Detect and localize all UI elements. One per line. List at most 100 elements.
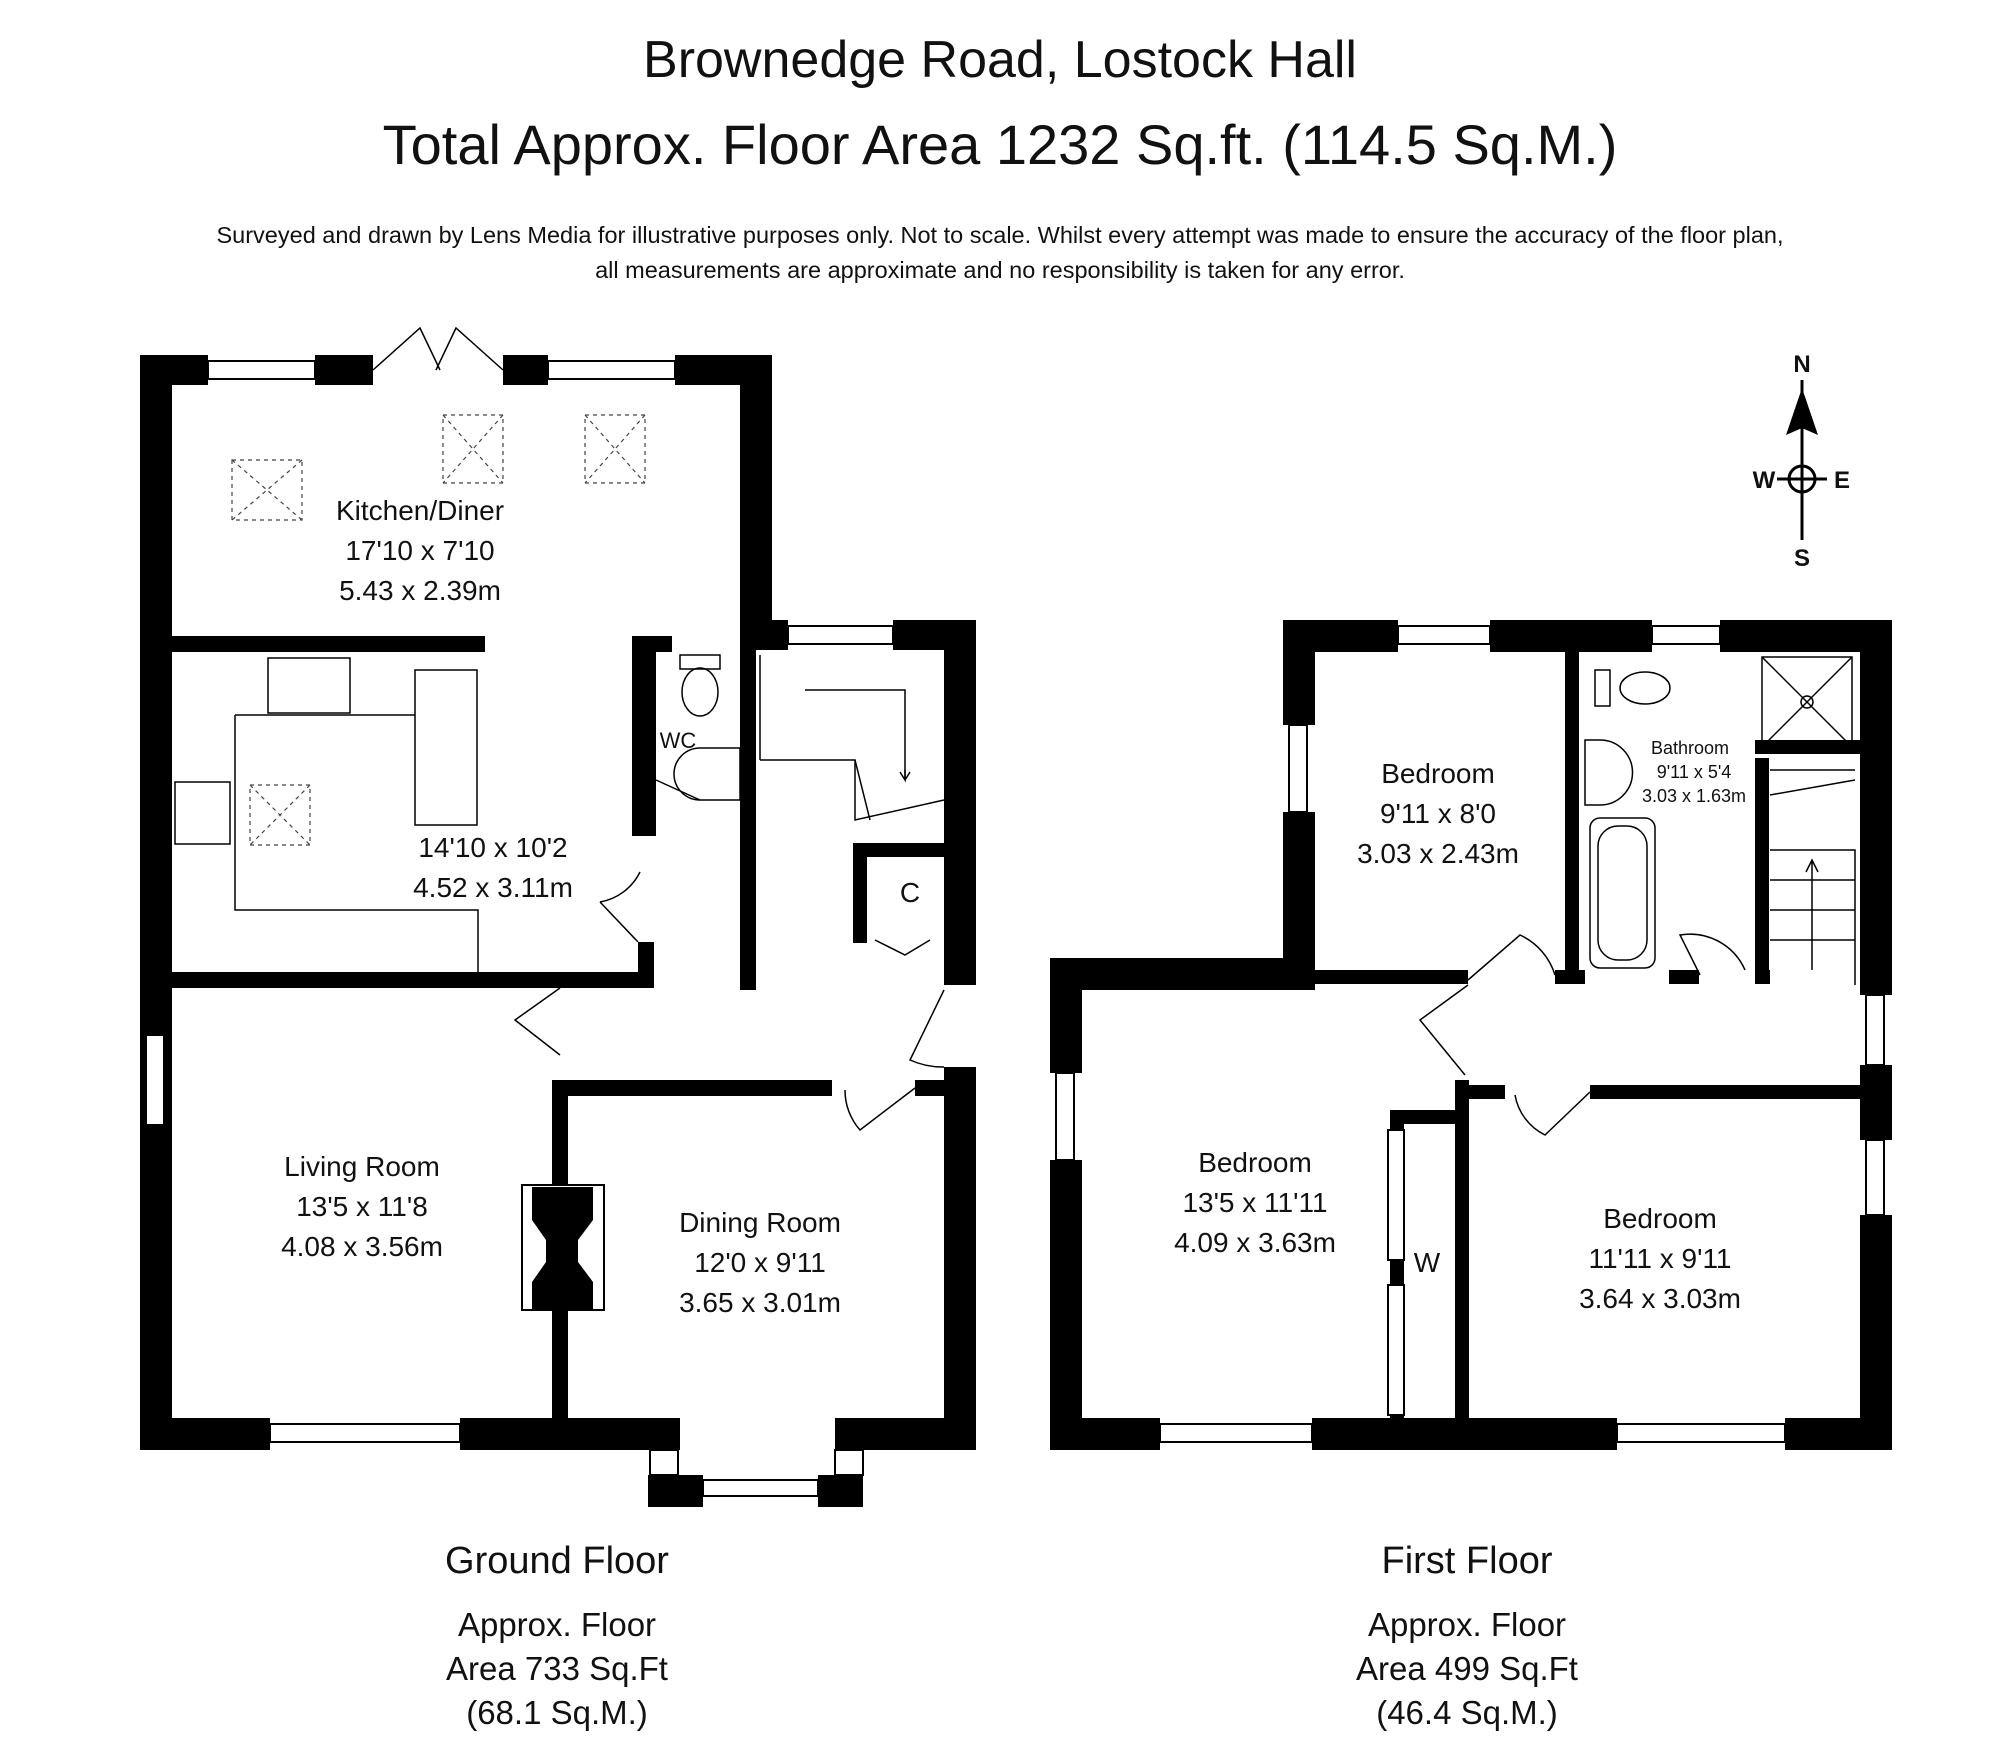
skylight-icon xyxy=(442,414,504,484)
wardrobe-name: W xyxy=(1414,1247,1441,1278)
shower-tray xyxy=(1761,656,1853,748)
wall xyxy=(315,355,373,385)
door xyxy=(1467,934,1556,981)
bedroom-right-name: Bedroom xyxy=(1603,1203,1717,1234)
first-floor-area-2: Area 499 Sq.Ft xyxy=(1356,1650,1578,1687)
ground-floor-area-1: Approx. Floor xyxy=(458,1606,656,1643)
wall xyxy=(632,636,672,652)
wall xyxy=(632,636,656,836)
window xyxy=(834,1449,864,1476)
wall xyxy=(1050,958,1082,1073)
window xyxy=(1865,1139,1885,1216)
wall xyxy=(552,1080,832,1096)
wc-name: WC xyxy=(660,728,697,753)
hob-icon xyxy=(174,781,231,845)
bedroom-left-name: Bedroom xyxy=(1198,1147,1312,1178)
stairs-arrow xyxy=(1805,858,1819,970)
kitchen-lower-size-metric: 4.52 x 3.11m xyxy=(413,872,573,903)
bedroom-top-name: Bedroom xyxy=(1381,758,1495,789)
dining-room-size-metric: 3.65 x 3.01m xyxy=(679,1287,841,1318)
wall xyxy=(140,1418,270,1450)
wall xyxy=(740,355,772,645)
wall xyxy=(835,1418,976,1450)
window xyxy=(207,360,316,380)
wall xyxy=(1860,620,1892,995)
disclaimer-line-2: all measurements are approximate and no … xyxy=(595,257,1405,283)
wardrobe-door xyxy=(1387,1284,1405,1416)
wall xyxy=(1050,1160,1082,1450)
kitchen-name: Kitchen/Diner xyxy=(336,495,504,526)
toilet-icon xyxy=(1619,671,1671,705)
dining-room-name: Dining Room xyxy=(679,1207,841,1238)
wall xyxy=(740,640,756,990)
compass-w: W xyxy=(1753,467,1776,494)
wall xyxy=(1390,1110,1465,1124)
wall xyxy=(944,1067,976,1450)
window xyxy=(1651,625,1721,645)
wall xyxy=(140,355,172,1450)
wall xyxy=(1283,970,1468,984)
door xyxy=(1678,933,1746,976)
first-floor-area-3: (46.4 Sq.M.) xyxy=(1376,1694,1558,1731)
wall xyxy=(460,1418,680,1450)
cupboard-doors xyxy=(874,939,931,956)
bathroom-size-metric: 3.03 x 1.63m xyxy=(1642,786,1746,806)
basin-icon xyxy=(1584,739,1634,806)
worktop xyxy=(234,714,479,972)
cistern xyxy=(1594,669,1611,707)
wall xyxy=(638,942,654,988)
ground-floor-area-2: Area 733 Sq.Ft xyxy=(446,1650,668,1687)
wall xyxy=(140,355,208,385)
window xyxy=(1397,625,1491,645)
first-floor-area-1: Approx. Floor xyxy=(1368,1606,1566,1643)
cupboard-name: C xyxy=(900,877,920,908)
skylight-cross xyxy=(231,414,646,846)
window xyxy=(1055,1072,1075,1161)
wall xyxy=(818,1475,863,1507)
window xyxy=(1616,1423,1786,1443)
compass-center-icon xyxy=(1787,464,1817,494)
window xyxy=(547,360,676,380)
first-floor-plan: Bedroom 9'11 x 8'0 3.03 x 2.43m Bathroom… xyxy=(1050,620,1892,1450)
north-arrow-icon xyxy=(1786,388,1818,435)
bedroom-left-size-imperial: 13'5 x 11'11 xyxy=(1182,1187,1327,1218)
wall xyxy=(1590,1085,1880,1099)
compass-rose: N S W E xyxy=(1753,351,1850,572)
plan-title: Brownedge Road, Lostock Hall xyxy=(643,31,1357,89)
bathroom-size-imperial: 9'11 x 5'4 xyxy=(1657,762,1732,782)
wall xyxy=(503,355,548,385)
shower-icon xyxy=(1761,656,1853,748)
wall xyxy=(1390,1415,1404,1425)
cistern xyxy=(679,654,721,670)
living-room-name: Living Room xyxy=(284,1151,440,1182)
wall xyxy=(648,1475,703,1507)
wall xyxy=(1860,1215,1892,1450)
wall xyxy=(1390,1260,1404,1285)
compass-e: E xyxy=(1834,467,1850,494)
door xyxy=(1514,1091,1591,1136)
window xyxy=(1159,1423,1313,1443)
window xyxy=(145,1034,165,1126)
wall xyxy=(1669,970,1699,984)
living-room-size-imperial: 13'5 x 11'8 xyxy=(296,1191,428,1222)
stairs-arrow xyxy=(854,759,911,821)
kitchen-size-metric: 5.43 x 2.39m xyxy=(339,575,501,606)
bedroom-right-size-metric: 3.64 x 3.03m xyxy=(1579,1283,1741,1314)
total-floor-area: Total Approx. Floor Area 1232 Sq.ft. (11… xyxy=(382,113,1618,176)
wall xyxy=(1555,970,1585,984)
skylight-icon xyxy=(231,459,303,521)
door xyxy=(1418,984,1469,1076)
disclaimer-line-1: Surveyed and drawn by Lens Media for ill… xyxy=(216,222,1784,248)
wall xyxy=(1283,620,1315,725)
sink-icon xyxy=(267,657,351,714)
skylight-icon xyxy=(249,784,311,846)
bath-icon xyxy=(1589,817,1656,969)
wall xyxy=(853,843,946,857)
wall xyxy=(140,972,652,988)
wall xyxy=(140,636,485,652)
wall xyxy=(944,620,976,985)
door xyxy=(513,987,561,1056)
wall xyxy=(1050,1418,1160,1450)
ground-floor-title: Ground Floor xyxy=(445,1540,669,1582)
